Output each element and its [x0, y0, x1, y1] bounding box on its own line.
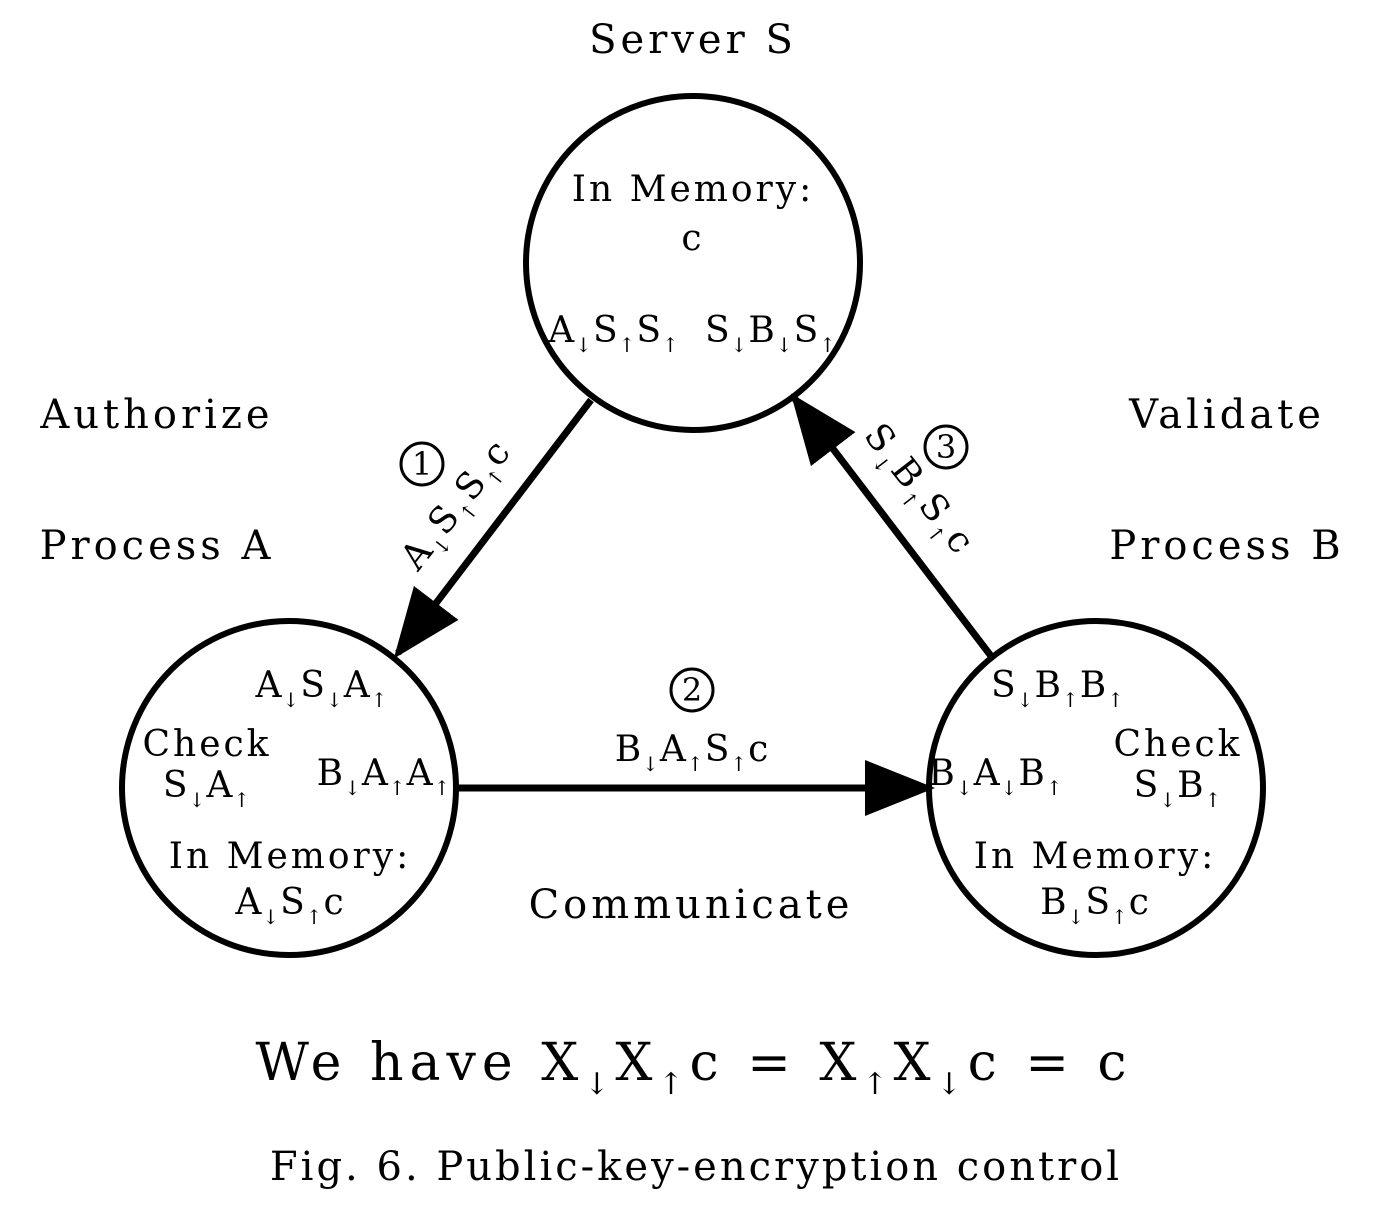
authorize-label: Authorize	[39, 392, 273, 438]
step1-circle	[399, 441, 445, 487]
step1-number: 1	[412, 445, 432, 483]
server-memory-label: In Memory:	[572, 169, 815, 210]
process-a-check-label: Check	[142, 724, 271, 765]
process-b-eq-top: S↓B↑B↑	[991, 665, 1125, 712]
process-b-eq-left: B↓A↓B↑	[928, 753, 1063, 800]
server-title: Server S	[589, 17, 797, 63]
process-b-memory-label: In Memory:	[974, 836, 1217, 877]
process-b-memory-value: B↓S↑c	[1040, 882, 1150, 929]
step3-number: 3	[936, 428, 956, 466]
process-a-check-value: S↓A↑	[163, 765, 251, 812]
server-eq-right: S↓B↓S↑	[705, 310, 837, 357]
step3-circle	[923, 424, 969, 470]
process-b-check-label: Check	[1113, 724, 1242, 765]
arrow-step1	[393, 397, 594, 659]
process-a-memory-label: In Memory:	[169, 836, 412, 877]
step3-message: S↓B↑S↑c	[851, 416, 982, 566]
process-a-eq-top: A↓S↓A↑	[255, 665, 389, 712]
process-a-memory-value: A↓S↑c	[234, 882, 344, 929]
step2-message: B↓A↑S↑c	[615, 729, 770, 776]
formula: We have X↓X↑c = X↑X↓c = c	[255, 1033, 1132, 1102]
communicate-label: Communicate	[529, 882, 854, 928]
process-a-eq-right: B↓A↑A↑	[317, 753, 452, 800]
process-a-label: Process A	[40, 523, 275, 569]
process-b-check-value: S↓B↑	[1134, 765, 1223, 812]
validate-label: Validate	[1128, 392, 1325, 438]
figure-caption: Fig. 6. Public-key-encryption control	[270, 1144, 1122, 1190]
server-eq-left: A↓S↑S↑	[547, 310, 680, 357]
arrow-step3	[790, 393, 994, 659]
server-node	[523, 93, 863, 433]
step2-number: 2	[682, 671, 702, 709]
step2-circle	[669, 667, 715, 713]
server-memory-value: c	[681, 218, 704, 259]
process-b-label: Process B	[1109, 523, 1344, 569]
process-a-node	[119, 618, 459, 958]
